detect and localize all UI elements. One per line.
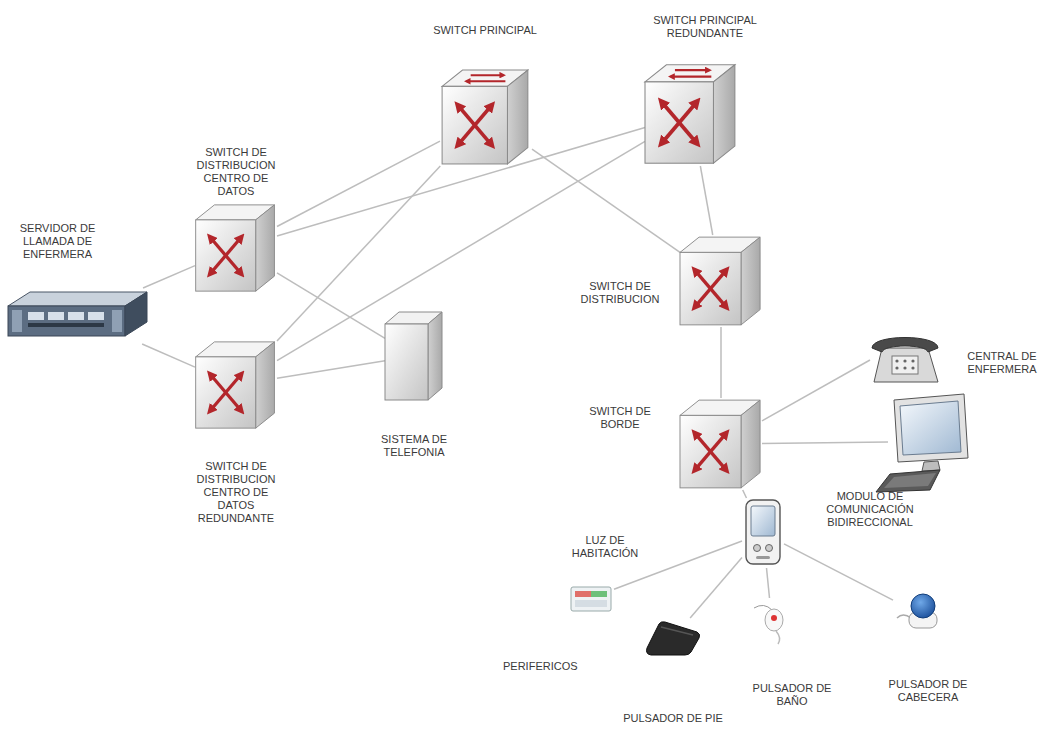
nurse-station: CENTRAL DE ENFERMERA <box>868 330 980 495</box>
network-link <box>277 273 385 339</box>
network-link <box>767 568 770 598</box>
edge-switch: SWITCH DE BORDE <box>680 398 762 490</box>
network-link <box>720 327 722 398</box>
network-link <box>277 361 385 379</box>
device-label: SWITCH PRINCIPAL <box>420 24 550 37</box>
core-switch-icon <box>440 68 532 166</box>
communication-module-icon <box>742 498 784 568</box>
device-label: SWITCH DE DISTRIBUCION CENTRO DE DATOS R… <box>190 460 282 525</box>
call-server: SERVIDOR DE LLAMADA DE ENFERMERA <box>8 288 148 344</box>
room-light-icon <box>568 578 614 618</box>
bath-button-icon <box>752 598 792 648</box>
core-switch: SWITCH PRINCIPAL <box>440 68 532 166</box>
bedside-button: PULSADOR DE CABECERA <box>893 588 943 638</box>
communication-module: MODULO DE COMUNICACIÓN BIDIRECCIONAL <box>742 498 784 568</box>
group-label: PERIFERICOS <box>503 660 578 673</box>
device-label: SWITCH DE DISTRIBUCION <box>570 280 670 306</box>
network-link <box>277 141 645 360</box>
device-label: SWITCH DE BORDE <box>570 405 670 431</box>
device-label: SWITCH DE DISTRIBUCION CENTRO DE DATOS <box>190 146 282 198</box>
network-link <box>762 442 888 444</box>
device-label: SISTEMA DE TELEFONIA <box>364 433 464 459</box>
telephony-system-icon <box>385 310 443 402</box>
network-link <box>743 490 747 498</box>
device-label: PULSADOR DE PIE <box>603 712 743 725</box>
foot-button-icon <box>643 618 703 658</box>
bath-button: PULSADOR DE BAÑO <box>752 598 792 648</box>
distribution-switch-icon <box>195 340 277 430</box>
core-switch-icon <box>645 62 737 166</box>
network-link <box>690 558 742 619</box>
distribution-switch: SWITCH DE DISTRIBUCION CENTRO DE DATOS <box>195 203 277 293</box>
device-label: PULSADOR DE BAÑO <box>742 682 842 708</box>
distribution-switch-icon <box>680 235 762 327</box>
distribution-switch-icon <box>195 203 277 293</box>
device-label: LUZ DE HABITACIÓN <box>555 534 655 560</box>
foot-button: PULSADOR DE PIE <box>643 618 703 658</box>
device-label: PULSADOR DE CABECERA <box>878 678 978 704</box>
distribution-switch: SWITCH DE DISTRIBUCION <box>680 235 762 327</box>
device-label: SERVIDOR DE LLAMADA DE ENFERMERA <box>5 222 110 261</box>
network-link <box>143 266 195 288</box>
call-server-icon <box>8 288 148 344</box>
room-light: LUZ DE HABITACIÓN <box>568 578 614 618</box>
network-link <box>784 544 893 600</box>
device-label: SWITCH PRINCIPAL REDUNDANTE <box>630 14 780 40</box>
distribution-switch: SWITCH DE DISTRIBUCION CENTRO DE DATOS R… <box>195 340 277 430</box>
device-label: MODULO DE COMUNICACIÓN BIDIRECCIONAL <box>810 490 930 529</box>
nurse-station-icon <box>868 330 980 495</box>
network-link <box>142 344 195 367</box>
device-label: CENTRAL DE ENFERMERA <box>958 350 1046 376</box>
core-switch: SWITCH PRINCIPAL REDUNDANTE <box>645 62 737 166</box>
network-link <box>762 360 870 421</box>
edge-switch-icon <box>680 398 762 490</box>
network-link <box>700 166 712 235</box>
telephony-system: SISTEMA DE TELEFONIA <box>385 310 443 402</box>
bedside-button-icon <box>893 588 943 638</box>
network-link <box>277 141 440 226</box>
